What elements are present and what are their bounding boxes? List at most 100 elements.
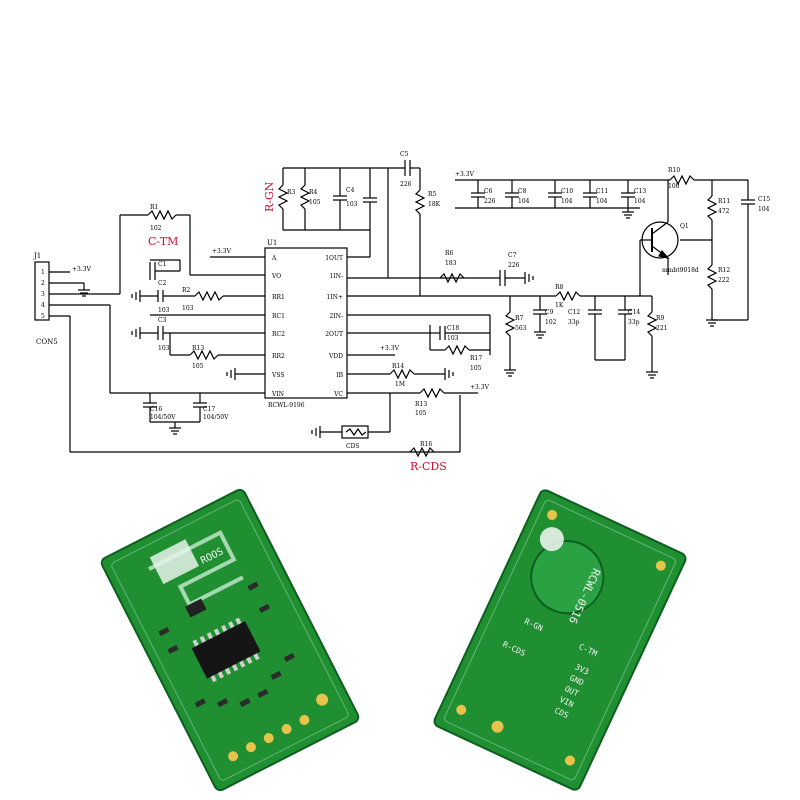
r9-value: 221 — [656, 325, 667, 332]
c17-value: 104/50V — [203, 414, 229, 421]
r4-ref: R4 — [309, 189, 318, 196]
r3-ref: R3 — [287, 189, 296, 196]
ground-icon — [524, 272, 534, 284]
c13-ref: C13 — [634, 188, 646, 195]
c5-ref: C5 — [400, 151, 409, 158]
connector-pin-1: 1 — [41, 269, 45, 276]
r14-value: 1M — [395, 381, 405, 388]
ic-pin-vss: VSS — [271, 372, 284, 379]
resistor-r7: R7 563 — [504, 311, 527, 337]
ic-pin-rr2: RR2 — [272, 353, 285, 360]
ic-pin-2in-minus: 2IN- — [330, 313, 343, 320]
cds-ref: CDS — [346, 443, 360, 450]
q1-ref: Q1 — [680, 223, 689, 230]
resistor-r17: R17 105 — [444, 344, 482, 372]
c8-value: 104 — [518, 198, 530, 205]
c5-value: 226 — [400, 181, 412, 188]
ic-pin-rr1: RR1 — [272, 294, 285, 301]
ic-pin-vo: VO — [271, 273, 281, 280]
r2-ref: R2 — [182, 287, 191, 294]
c11-ref: C11 — [596, 188, 608, 195]
r12-ref: R12 — [718, 267, 730, 274]
c10-ref: C10 — [561, 188, 573, 195]
pcb-board-left: ROOS — [100, 488, 360, 792]
c10-value: 104 — [561, 198, 573, 205]
c18-value: 103 — [447, 335, 459, 342]
r17-value: 105 — [470, 365, 482, 372]
resistor-r13b: R13 105 — [415, 387, 445, 417]
ic-pin-1in-plus: 1IN+ — [327, 294, 343, 301]
connector-name: CON5 — [36, 338, 58, 346]
c3-ref: C3 — [158, 317, 167, 324]
connector-pin-2: 2 — [41, 280, 45, 287]
ic-pin-vc: VC — [333, 391, 343, 398]
label-r-gn: R-GN — [263, 181, 276, 212]
connector-ref: J1 — [33, 252, 41, 260]
r13-value: 105 — [192, 363, 204, 370]
r12-value: 222 — [718, 277, 730, 284]
c9-ref: C9 — [545, 309, 554, 316]
resistor-r13: R13 105 — [189, 345, 219, 370]
u1-a-supply: +3.3V — [212, 248, 232, 255]
r6-ref: R6 — [445, 250, 454, 257]
r5-ref: R5 — [428, 191, 437, 198]
q1-value: mmbt9018d — [662, 267, 699, 274]
vdd-supply: +3.3V — [380, 345, 400, 352]
r2-value: 103 — [182, 305, 194, 312]
ic-pin-2out: 2OUT — [325, 331, 343, 338]
r13b-ref: R13 — [415, 401, 427, 408]
ic-pin-vin: VIN — [271, 391, 284, 398]
c11-value: 104 — [596, 198, 608, 205]
ic-chip — [191, 617, 261, 683]
ic-pin-rc1: RC1 — [272, 313, 285, 320]
r10-ref: R10 — [668, 167, 680, 174]
r5-value: 18K — [428, 201, 441, 208]
resistor-r12: R12 222 — [706, 264, 730, 290]
r8-ref: R8 — [555, 284, 564, 291]
ic-pin-1in-minus: 1IN- — [330, 273, 343, 280]
connector-pin-3: 3 — [41, 291, 45, 298]
resistor-r16: R16 — [409, 441, 435, 458]
r13-ref: R13 — [192, 345, 204, 352]
resistor-r14: R14 1M — [389, 363, 415, 388]
resistor-r3: R3 — [277, 184, 296, 210]
ground-icon — [622, 211, 634, 219]
r14-ref: R14 — [392, 363, 404, 370]
ground-icon — [444, 368, 454, 380]
r6-value: 183 — [445, 260, 457, 267]
resistor-r8: R8 1K — [555, 284, 581, 309]
ground-icon — [131, 290, 141, 302]
resistor-r10: R10 100 — [668, 167, 695, 190]
r4-value: 105 — [309, 199, 321, 206]
capacitor-c1: C1 — [149, 261, 180, 280]
r1-value: 102 — [150, 225, 162, 232]
c17-ref: C17 — [203, 406, 215, 413]
ic-pin-rc2: RC2 — [272, 331, 285, 338]
c1-ref: C1 — [158, 261, 166, 268]
ground-icon — [504, 369, 516, 377]
c8-ref: C8 — [518, 188, 527, 195]
connector-pin-4: 4 — [41, 302, 45, 309]
ic-u1: U1 RCWL-9196 A VO RR1 RC1 RC2 RR2 VSS VI… — [264, 239, 348, 409]
c4-value: 103 — [346, 201, 358, 208]
r17-ref: R17 — [470, 355, 482, 362]
ground-icon — [169, 427, 181, 435]
resistor-r2: R2 103 — [182, 287, 224, 312]
r11-ref: R11 — [718, 198, 730, 205]
c18-ref: C18 — [447, 325, 459, 332]
c7-ref: C7 — [508, 252, 517, 259]
ic-part: RCWL-9196 — [268, 402, 305, 409]
r9-ref: R9 — [656, 315, 665, 322]
r16-ref: R16 — [420, 441, 432, 448]
ground-icon — [78, 283, 90, 297]
c13-value: 104 — [634, 198, 646, 205]
resistor-r9: R9 221 — [646, 311, 667, 337]
ground-icon — [646, 371, 658, 379]
resistor-r1: R1 102 — [147, 204, 177, 232]
logo-icon — [539, 527, 564, 552]
c16-ref: C16 — [150, 406, 162, 413]
ic-pin-vdd: VDD — [328, 353, 343, 360]
ic-ref: U1 — [267, 239, 277, 247]
